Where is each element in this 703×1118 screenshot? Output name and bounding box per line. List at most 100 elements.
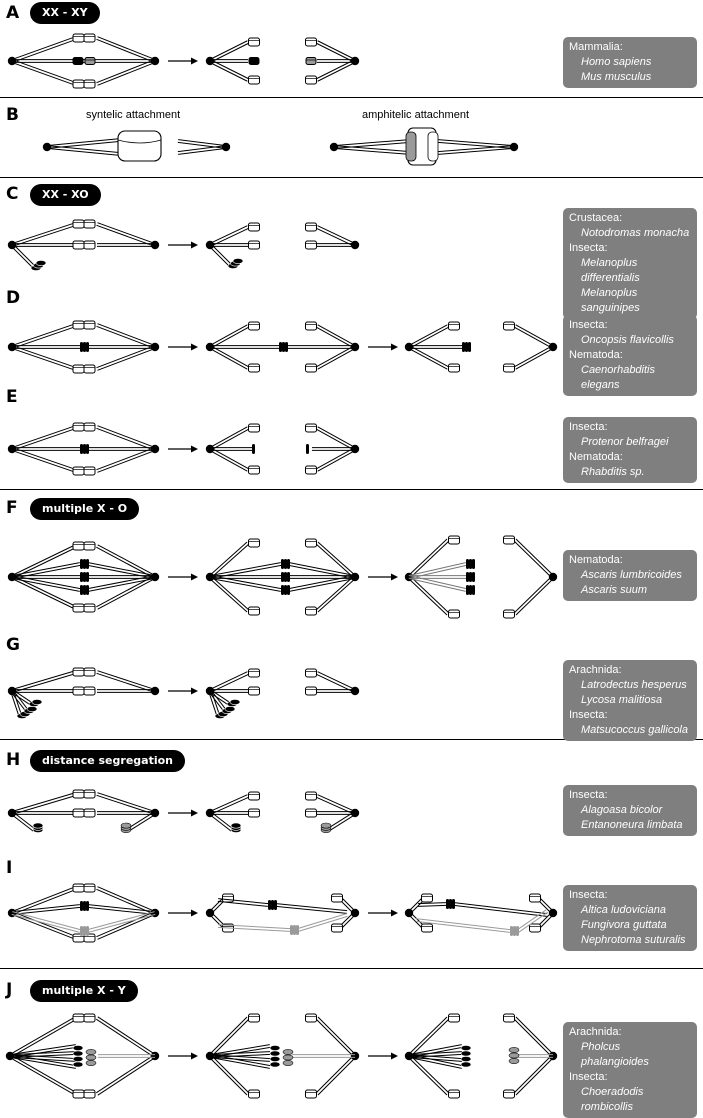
spindle-fibre: [298, 915, 348, 932]
species-name: Altica ludoviciana: [581, 904, 666, 916]
chromosome: [305, 240, 317, 250]
spindle-fibre: [97, 425, 156, 449]
spindle-fibre: [12, 345, 77, 369]
univalent-disc: [274, 900, 277, 910]
chromosome: [503, 363, 515, 373]
spindle-fibre: [96, 345, 155, 369]
chromosome-stack: [232, 258, 244, 264]
species-name: Pholcus phalangioides: [581, 1041, 649, 1068]
arrow-head: [191, 57, 198, 65]
tag-distance-segregation: distance segregation: [30, 750, 185, 772]
univalent-disc: [86, 342, 89, 352]
spindle-fibre: [209, 426, 248, 449]
univalent-disc: [281, 559, 284, 569]
species-name: Protenor belfragei: [581, 436, 669, 448]
chromosome: [72, 466, 85, 476]
spindle-fibre: [97, 222, 156, 245]
spindle-fibre: [317, 1056, 357, 1096]
centrosome-pole: [350, 1051, 360, 1061]
spindle-fibre: [11, 61, 76, 86]
species-group: Insecta:: [569, 242, 608, 254]
spindle-fibre: [12, 689, 30, 712]
centrosome-pole: [350, 572, 360, 582]
spindle-fibre: [97, 1056, 157, 1096]
spindle-fibre: [408, 1056, 462, 1069]
chromosome-stack: [85, 1060, 97, 1066]
spindle-fibre: [407, 538, 448, 577]
spindle-fibre: [87, 911, 155, 931]
chromosome: [83, 320, 96, 330]
spindle-fibre: [515, 347, 554, 370]
panel-letter-b: B: [6, 105, 19, 125]
spindle-fibre: [209, 794, 248, 813]
spindle-fibre: [515, 1056, 555, 1096]
species-box-f: Nematoda: Ascaris lumbricoides Ascaris s…: [563, 550, 697, 601]
species-group: Insecta:: [569, 1071, 608, 1083]
univalent-disc: [83, 585, 86, 595]
spindle-fibre: [316, 447, 355, 470]
spindle-fibre: [11, 913, 76, 940]
chromosome: [72, 57, 84, 65]
spindle-fibre: [209, 1051, 270, 1056]
chromosome: [248, 423, 260, 433]
univalent-disc: [469, 559, 472, 569]
spindle-fibre: [46, 147, 120, 156]
spindle-fibre: [218, 898, 269, 905]
chromosome: [305, 465, 317, 475]
species-name: Matsucoccus gallicola: [581, 724, 688, 736]
spindle-fibre: [11, 670, 76, 691]
panel-letter-j: J: [6, 980, 13, 1000]
centrosome-pole: [205, 444, 215, 454]
spindle-fibre: [317, 794, 356, 813]
spindle-fibre: [297, 913, 347, 930]
spindle-fibre: [208, 245, 230, 267]
univalent-disc: [469, 585, 472, 595]
univalent-disc: [83, 559, 86, 569]
chromosome: [248, 240, 260, 250]
label-amphitelic: amphitelic attachment: [362, 109, 469, 121]
spindle-fibre: [208, 1056, 248, 1096]
spindle-fibre: [11, 886, 76, 913]
chromosome: [72, 364, 85, 374]
spindle-fibre: [11, 425, 76, 449]
spindle-fibre: [415, 920, 510, 933]
chromosome: [248, 75, 260, 85]
spindle-fibre: [97, 449, 156, 473]
univalent-disc: [287, 585, 290, 595]
spindle-fibre: [9, 1044, 76, 1056]
spindle-fibre: [208, 691, 218, 716]
spindle-fibre: [317, 61, 356, 82]
spindle-fibre: [407, 913, 424, 930]
spindle-fibre: [97, 1016, 157, 1056]
univalent-disc: [86, 572, 89, 582]
chromosome: [305, 808, 317, 818]
chromosome-stack: [230, 822, 242, 829]
centrosome-pole: [205, 572, 215, 582]
chromosome-stack: [85, 1054, 97, 1061]
species-name: Choeradodis rombicollis: [581, 1086, 644, 1113]
spindle-fibre: [208, 913, 225, 930]
univalent-disc: [513, 926, 516, 936]
spindle-fibre: [316, 42, 355, 63]
panel-letter-e: E: [6, 387, 18, 407]
chromosome: [72, 33, 85, 43]
chromosome-stack: [508, 1052, 520, 1059]
spindle-fibre: [12, 59, 77, 84]
spindle-fibre: [96, 59, 155, 84]
separator: [0, 97, 703, 98]
chromosome: [248, 37, 260, 47]
chromosome: [83, 667, 96, 677]
species-group: Crustacea:: [569, 212, 623, 224]
univalent-disc: [516, 926, 519, 936]
chromosome: [503, 321, 515, 331]
chromosome-stack: [460, 1045, 472, 1051]
spindle-fibre: [96, 325, 155, 349]
spindle-fibre: [315, 543, 355, 579]
spindle-fibre: [12, 811, 36, 830]
centrosome-pole: [150, 1051, 160, 1061]
univalent-disc: [83, 926, 86, 936]
spindle-fibre: [88, 904, 156, 913]
chromosome-stack: [269, 1050, 281, 1057]
chromosome: [448, 1013, 460, 1023]
